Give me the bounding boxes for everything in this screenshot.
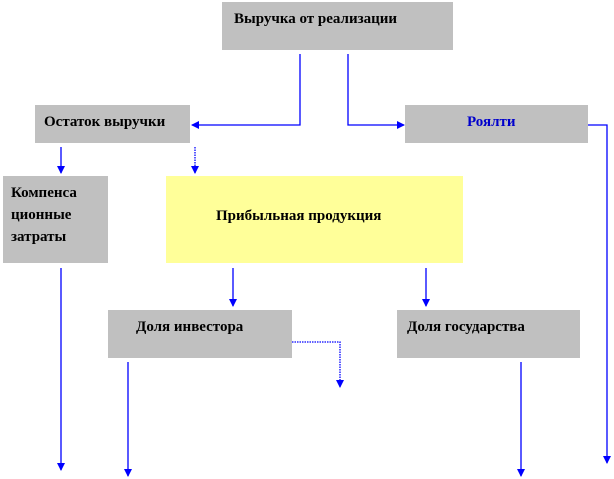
node-revenue-label: Выручка от реализации (234, 11, 398, 27)
node-investor-share-label: Доля инвестора (136, 319, 244, 335)
node-compensation-line1: Компенса (11, 185, 77, 201)
node-state-share: Доля государства (397, 310, 580, 358)
node-remainder-label: Остаток выручки (44, 114, 166, 130)
node-profit-product-label: Прибыльная продукция (216, 208, 382, 224)
arrow-royalty-down (588, 124, 611, 464)
node-royalty: Роялти (405, 105, 588, 143)
node-profit-product: Прибыльная продукция (166, 176, 463, 263)
node-compensation-line2: ционные (11, 207, 72, 223)
arrow-revenue-to-royalty (347, 54, 405, 129)
arrow-revenue-to-remainder (191, 54, 301, 129)
node-compensation: Компенса ционные затраты (3, 176, 108, 263)
node-royalty-label: Роялти (467, 114, 516, 130)
node-revenue: Выручка от реализации (222, 2, 453, 50)
arrow-investor-side (292, 341, 344, 388)
node-compensation-line3: затраты (11, 229, 67, 245)
node-investor-share: Доля инвестора (108, 310, 292, 358)
node-remainder: Остаток выручки (35, 105, 190, 143)
node-state-share-label: Доля государства (407, 319, 525, 335)
